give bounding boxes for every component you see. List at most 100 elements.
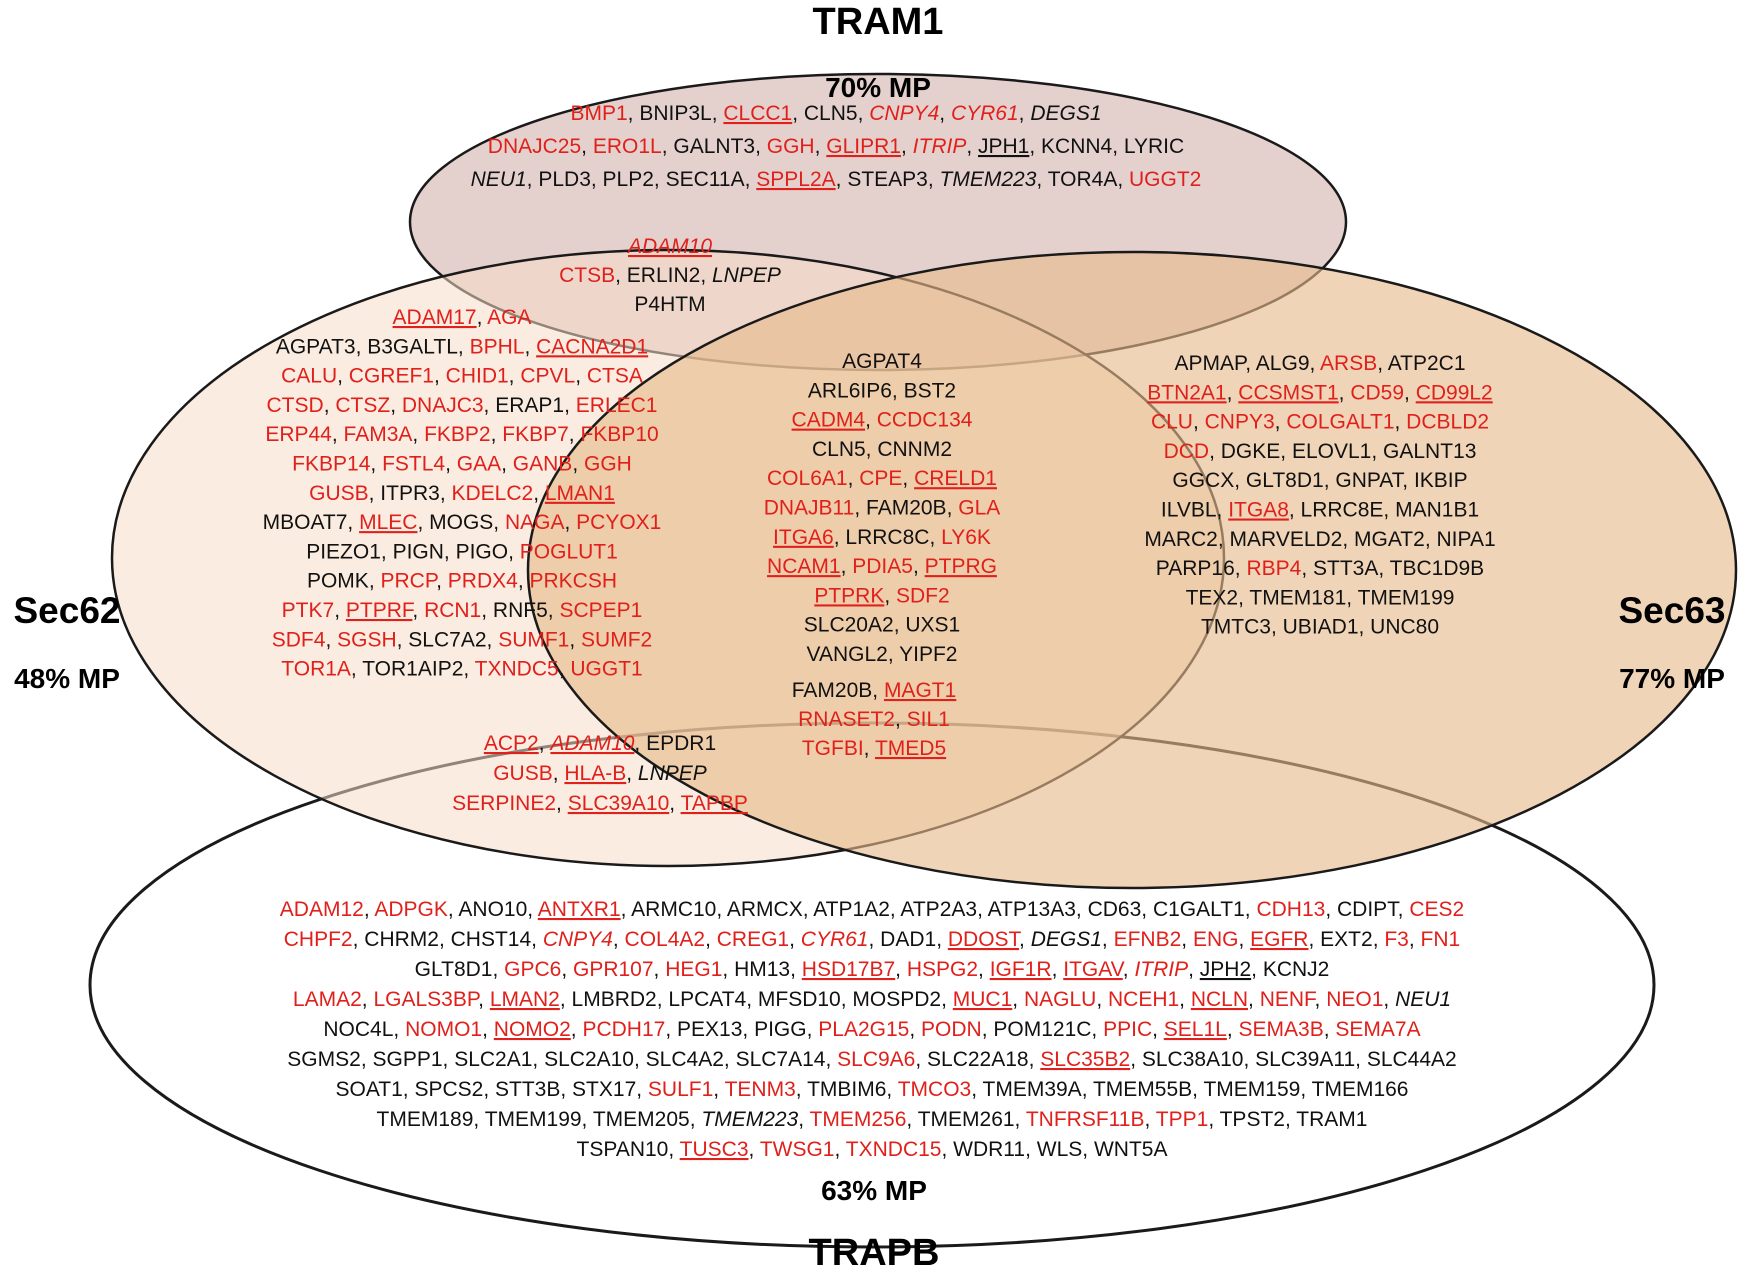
separator: , — [841, 555, 853, 578]
separator: , — [477, 306, 488, 329]
gene-line: ERP44, FAM3A, FKBP2, FKBP7, FKBP10 — [265, 423, 658, 446]
gene-creld1: CRELD1 — [914, 467, 997, 490]
separator: , — [755, 135, 767, 158]
separator: , — [1355, 1048, 1367, 1071]
gene-calu: CALU — [281, 365, 337, 388]
separator: , — [1383, 988, 1395, 1011]
gene-ganb: GANB — [513, 453, 573, 476]
separator: , — [1193, 411, 1205, 434]
region-tram1-only: BMP1, BNIP3L, CLCC1, CLN5, CNPY4, CYR61,… — [471, 102, 1202, 191]
gene-gnpat: GNPAT — [1335, 469, 1404, 492]
separator: , — [493, 511, 505, 534]
separator: , — [888, 643, 899, 666]
gene-podn: PODN — [921, 1018, 982, 1041]
separator: , — [487, 628, 499, 651]
gene-cgref1: CGREF1 — [349, 365, 434, 388]
separator: , — [654, 168, 666, 191]
gene-cd63: CD63 — [1088, 898, 1142, 921]
gene-vangl2: VANGL2 — [807, 643, 888, 666]
gene-mgat2: MGAT2 — [1354, 528, 1425, 551]
gene-sgsh: SGSH — [337, 628, 397, 651]
gene-dcd: DCD — [1164, 440, 1210, 463]
gene-prkcsh: PRKCSH — [530, 570, 618, 593]
gene-neu1: NEU1 — [1395, 988, 1451, 1011]
gene-ikbip: IKBIP — [1414, 469, 1468, 492]
gene-adam10: ADAM10 — [626, 235, 712, 258]
gene-dnajc25: DNAJC25 — [488, 135, 581, 158]
gene-cd99l2: CD99L2 — [1416, 381, 1493, 404]
gene-adpgk: ADPGK — [374, 898, 448, 921]
gene-line: GUSB, HLA-B, LNPEP — [493, 762, 707, 785]
gene-pdia5: PDIA5 — [852, 555, 913, 578]
gene-rnf5: RNF5 — [493, 599, 548, 622]
separator: , — [353, 928, 365, 951]
separator: , — [1300, 1078, 1311, 1101]
gene-jph2: JPH2 — [1200, 958, 1251, 981]
gene-tusc3: TUSC3 — [680, 1138, 749, 1161]
gene-nenf: NENF — [1260, 988, 1316, 1011]
separator: , — [895, 708, 907, 731]
gene-gpc6: GPC6 — [504, 958, 561, 981]
gene-erlin2: ERLIN2 — [627, 264, 701, 287]
separator: , — [628, 102, 640, 125]
gene-line: AGPAT4 — [842, 350, 922, 373]
gene-lnpep: LNPEP — [638, 762, 707, 785]
gene-slc35b2: SLC35B2 — [1040, 1048, 1130, 1071]
trapb-mp: 63% MP — [821, 1175, 927, 1206]
separator: , — [397, 628, 409, 651]
gene-sema3b: SEMA3B — [1239, 1018, 1324, 1041]
gene-sdf4: SDF4 — [272, 628, 326, 651]
gene-ctsz: CTSZ — [335, 394, 390, 417]
gene-prcp: PRCP — [380, 570, 437, 593]
separator: , — [865, 409, 877, 432]
gene-tpp1: TPP1 — [1156, 1108, 1209, 1131]
separator: , — [803, 898, 814, 921]
separator: , — [448, 898, 459, 921]
gene-man1b1: MAN1B1 — [1395, 499, 1479, 522]
separator: , — [548, 599, 560, 622]
gene-cnpy4: CNPY4 — [869, 102, 939, 125]
separator: , — [1188, 958, 1200, 981]
separator: , — [1245, 352, 1256, 375]
gene-hsd17b7: HSD17B7 — [802, 958, 895, 981]
separator: , — [483, 1078, 495, 1101]
separator: , — [928, 168, 940, 191]
gene-glipr1: GLIPR1 — [826, 135, 901, 158]
separator: , — [668, 1138, 679, 1161]
separator: , — [1012, 988, 1024, 1011]
separator: , — [978, 958, 990, 981]
separator: , — [527, 898, 538, 921]
gene-marc2: MARC2 — [1144, 528, 1218, 551]
separator: , — [825, 1048, 837, 1071]
separator: , — [722, 958, 734, 981]
gene-kcnn4: KCNN4 — [1041, 135, 1113, 158]
gene-ptprf: PTPRF — [346, 599, 414, 622]
separator: , — [909, 1018, 921, 1041]
gene-eng: ENG — [1193, 928, 1239, 951]
gene-serpine2: SERPINE2 — [452, 792, 556, 815]
gene-dgke: DGKE — [1221, 440, 1281, 463]
gene-ggh: GGH — [584, 453, 632, 476]
gene-dad1: DAD1 — [880, 928, 936, 951]
gene-line: SERPINE2, SLC39A10, TAPBP — [452, 792, 748, 815]
separator: , — [841, 988, 853, 1011]
gene-fkbp7: FKBP7 — [502, 423, 569, 446]
separator: , — [902, 467, 914, 490]
gene-tmem55b: TMEM55B — [1093, 1078, 1192, 1101]
separator: , — [936, 928, 948, 951]
separator: , — [1227, 381, 1239, 404]
separator: , — [890, 898, 901, 921]
separator: , — [1238, 586, 1249, 609]
separator: , — [1378, 557, 1389, 580]
separator: , — [564, 511, 576, 534]
gene-tbc1d9b: TBC1D9B — [1390, 557, 1485, 580]
gene-colgalt1: COLGALT1 — [1286, 411, 1394, 434]
separator: , — [939, 102, 951, 125]
separator: , — [665, 1018, 677, 1041]
separator: , — [621, 898, 632, 921]
gene-line: LAMA2, LGALS3BP, LMAN2, LMBRD2, LPCAT4, … — [293, 988, 1451, 1011]
gene-spcs2: SPCS2 — [414, 1078, 483, 1101]
